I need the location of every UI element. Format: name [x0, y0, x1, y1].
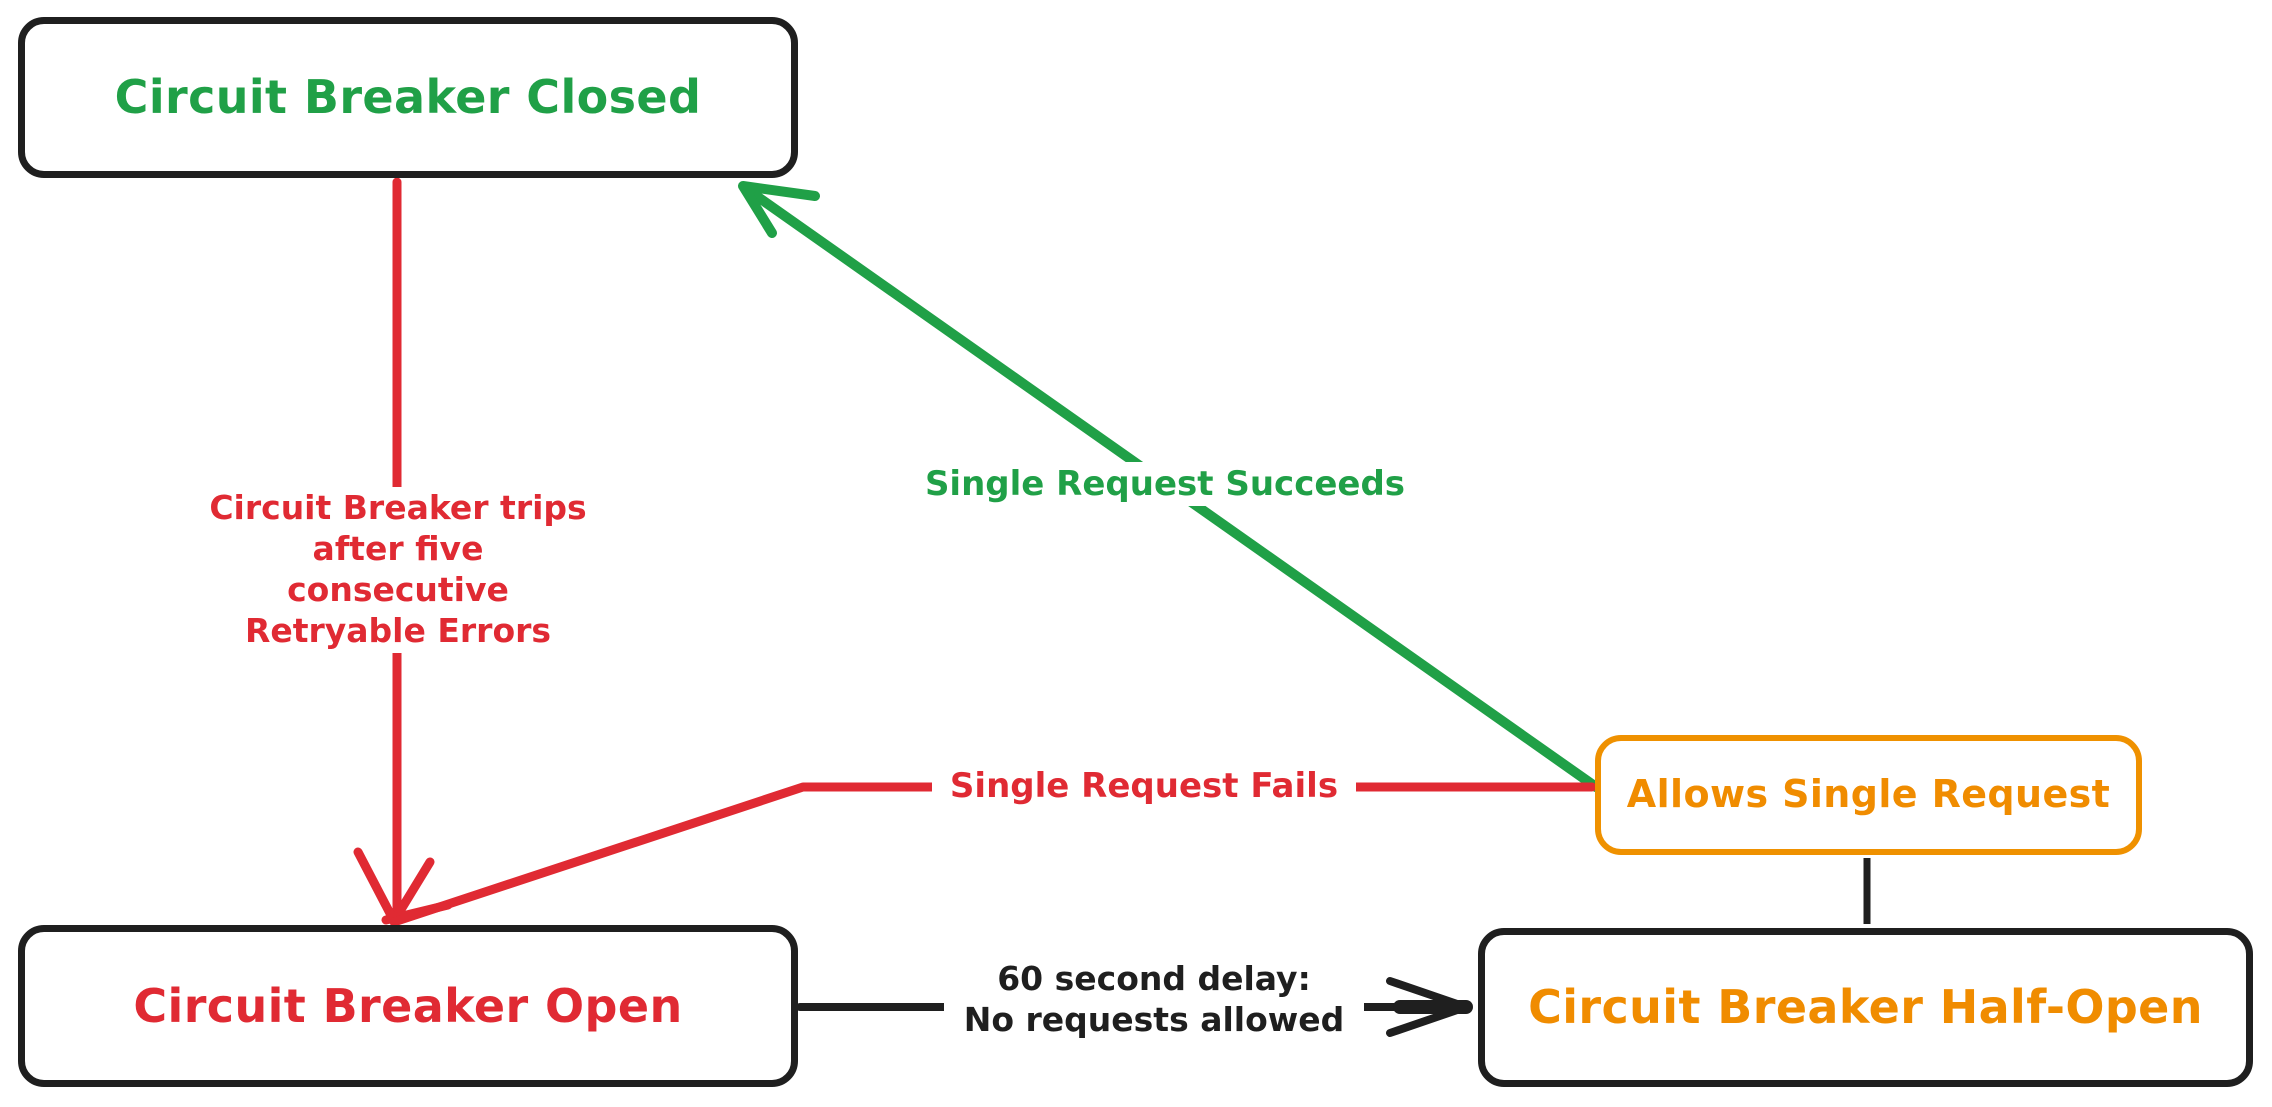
node-allows-single-request[interactable]: Allows Single Request — [1595, 735, 2142, 855]
edge-label-allows-to-closed: Single Request Succeeds — [915, 462, 1415, 507]
edge-label-open-to-half-open: 60 second delay: No requests allowed — [944, 958, 1364, 1042]
node-label-allows-single-request: Allows Single Request — [1626, 772, 2111, 817]
node-label-circuit-breaker-open: Circuit Breaker Open — [133, 978, 683, 1033]
node-circuit-breaker-closed[interactable]: Circuit Breaker Closed — [18, 17, 798, 178]
node-label-circuit-breaker-half-open: Circuit Breaker Half-Open — [1528, 980, 2203, 1035]
node-circuit-breaker-half-open[interactable]: Circuit Breaker Half-Open — [1478, 928, 2253, 1087]
edge-label-allows-to-open: Single Request Fails — [932, 764, 1356, 809]
edge-label-closed-to-open: Circuit Breaker trips after five consecu… — [190, 487, 606, 653]
node-circuit-breaker-open[interactable]: Circuit Breaker Open — [18, 925, 798, 1087]
node-label-circuit-breaker-closed: Circuit Breaker Closed — [114, 70, 702, 125]
